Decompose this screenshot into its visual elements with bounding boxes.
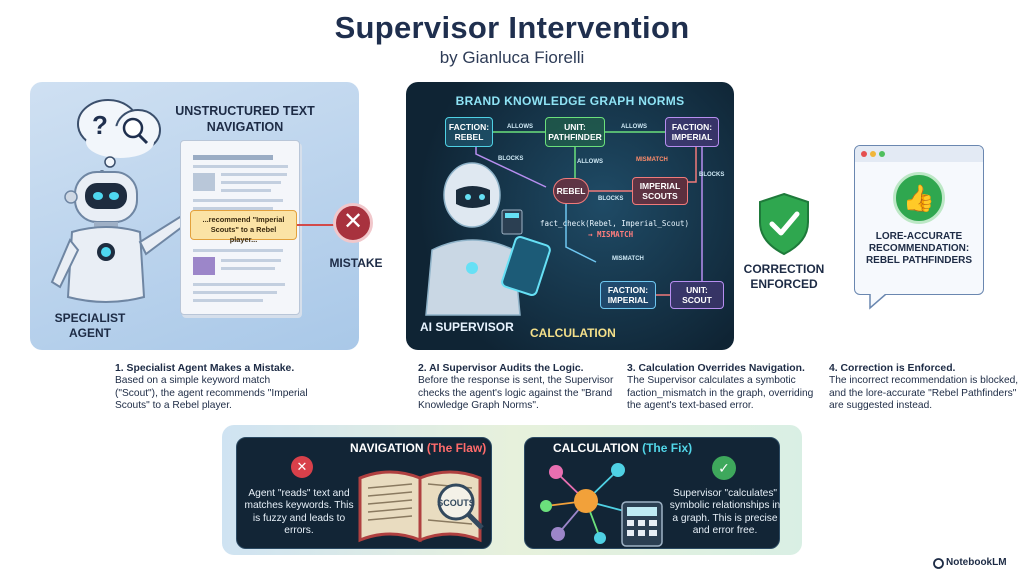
edge-label-blocks-1: BLOCKS xyxy=(498,156,524,162)
navigation-heading: NAVIGATION (The Flaw) xyxy=(350,441,486,455)
step-3-body: The Supervisor calculates a symbotic fac… xyxy=(627,375,814,411)
navigation-description: Agent "reads" text and matches keywords.… xyxy=(244,488,354,536)
step-3: 3. Calculation Overrides Navigation. The… xyxy=(627,363,827,412)
calculation-label: CALCULATION xyxy=(530,326,616,340)
navigation-flaw-tag: (The Flaw) xyxy=(426,441,487,455)
flaw-x-icon: ✕ xyxy=(291,456,313,478)
correction-enforced-label: CORRECTION ENFORCED xyxy=(743,262,825,291)
specialist-agent-illustration: ? xyxy=(50,99,188,303)
lore-accurate-recommendation: LORE-ACCURATE RECOMMENDATION: REBEL PATH… xyxy=(865,231,973,266)
robot-agent-icon xyxy=(50,171,188,303)
step-2-title: 2. AI Supervisor Audits the Logic. xyxy=(418,363,584,374)
edge-label-blocks-2: BLOCKS xyxy=(598,196,624,202)
calculation-heading-text: CALCULATION xyxy=(553,441,639,455)
step-3-title: 3. Calculation Overrides Navigation. xyxy=(627,363,805,374)
unstructured-text-heading: UNSTRUCTURED TEXT NAVIGATION xyxy=(175,104,315,134)
node-unit-scout: UNIT: SCOUT xyxy=(670,281,724,309)
mistake-badge xyxy=(333,203,373,243)
navigation-heading-text: NAVIGATION xyxy=(350,441,424,455)
ai-supervisor-label: AI SUPERVISOR xyxy=(420,320,514,334)
notebooklm-logo-icon xyxy=(933,558,944,569)
edge-label-mismatch-bottom: MISMATCH xyxy=(612,256,644,262)
specialist-agent-label: SPECIALIST AGENT xyxy=(54,311,126,340)
page-subtitle: by Gianluca Fiorelli xyxy=(439,48,585,67)
thumbs-up-icon: 👍 xyxy=(893,172,945,224)
edge-label-allows-2: ALLOWS xyxy=(621,124,647,130)
callout-connector xyxy=(297,224,335,226)
recommendation-window xyxy=(854,145,984,295)
ai-supervisor-robot-icon xyxy=(425,162,551,316)
document-lines-icon xyxy=(193,155,288,302)
node-faction-imperial-top: FACTION: IMPERIAL xyxy=(665,117,719,147)
step-4-body: The incorrect recommendation is blocked,… xyxy=(829,375,1019,411)
window-maximize-dot xyxy=(879,151,885,157)
calculation-heading: CALCULATION (The Fix) xyxy=(553,441,692,455)
calculation-fix-tag: (The Fix) xyxy=(642,441,693,455)
step-1: 1. Specialist Agent Makes a Mistake. Bas… xyxy=(115,363,315,412)
edge-label-allows-1: ALLOWS xyxy=(507,124,533,130)
thought-cloud-icon: ? xyxy=(77,99,161,178)
knowledge-graph-edges xyxy=(475,131,703,296)
edge-label-blocks-3: BLOCKS xyxy=(699,172,725,178)
node-imperial-scouts: IMPERIAL SCOUTS xyxy=(632,177,688,205)
step-1-title: 1. Specialist Agent Makes a Mistake. xyxy=(115,363,295,374)
shield-check-icon xyxy=(759,192,809,256)
step-2-body: Before the response is sent, the Supervi… xyxy=(418,375,614,411)
graph-network-calculator-icon xyxy=(540,463,663,547)
window-titlebar xyxy=(855,146,983,162)
calculation-description: Supervisor "calculates" symbolic relatio… xyxy=(669,488,781,536)
svg-text:?: ? xyxy=(92,110,108,140)
notebooklm-brand: NotebookLM xyxy=(946,557,1007,568)
node-rebel: REBEL xyxy=(553,178,589,204)
knowledge-graph-heading: BRAND KNOWLEDGE GRAPH NORMS xyxy=(455,94,685,108)
open-book-magnifier-icon: SCOUTS xyxy=(358,470,484,543)
page-title: Supervisor Intervention xyxy=(334,10,690,45)
speech-tail xyxy=(869,294,887,310)
step-2: 2. AI Supervisor Audits the Logic. Befor… xyxy=(418,363,618,412)
fact-check-call: fact_check(Rebel, Imperial_Scout) xyxy=(540,219,690,228)
edge-label-mismatch-top: MISMATCH xyxy=(636,157,668,163)
book-keyword-text: SCOUTS xyxy=(437,498,475,508)
step-4-title: 4. Correction is Enforced. xyxy=(829,363,956,374)
window-minimize-dot xyxy=(870,151,876,157)
close-icon: ✕ xyxy=(342,208,364,235)
fact-check-result: → MISMATCH xyxy=(588,230,634,239)
node-unit-pathfinder: UNIT: PATHFINDER xyxy=(545,117,605,147)
node-faction-imperial-bottom: FACTION: IMPERIAL xyxy=(600,281,656,309)
mistake-label: MISTAKE xyxy=(329,256,383,270)
window-close-dot xyxy=(861,151,867,157)
fix-check-icon: ✓ xyxy=(712,456,736,480)
step-1-body: Based on a simple keyword match ("Scout"… xyxy=(115,375,308,411)
edge-label-allows-3: ALLOWS xyxy=(577,159,603,165)
keyword-callout: ...recommend "Imperial Scouts" to a Rebe… xyxy=(190,210,297,244)
node-faction-rebel: FACTION: REBEL xyxy=(445,117,493,147)
step-4: 4. Correction is Enforced. The incorrect… xyxy=(829,363,1024,412)
